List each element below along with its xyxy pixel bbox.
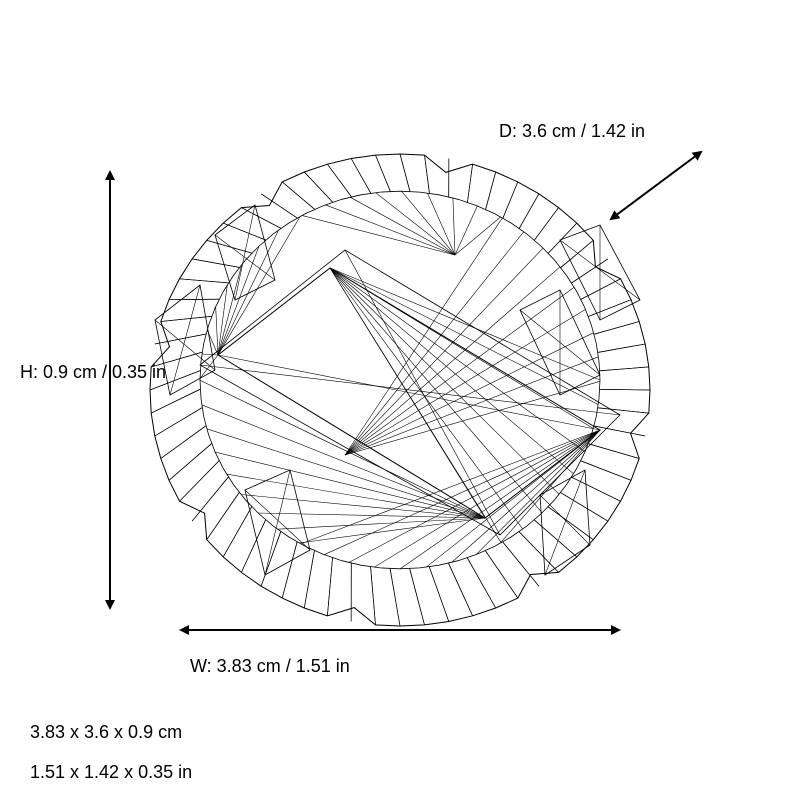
dimensions-metric: 3.83 x 3.6 x 0.9 cm [30,722,183,742]
width-label: W: 3.83 cm / 1.51 in [190,656,350,676]
height-label: H: 0.9 cm / 0.35 in [20,362,167,382]
depth-label: D: 3.6 cm / 1.42 in [499,121,646,141]
dimensions-imperial: 1.51 x 1.42 x 0.35 in [30,762,193,782]
wireframe-model [149,153,651,627]
depth-arrow [609,150,703,221]
